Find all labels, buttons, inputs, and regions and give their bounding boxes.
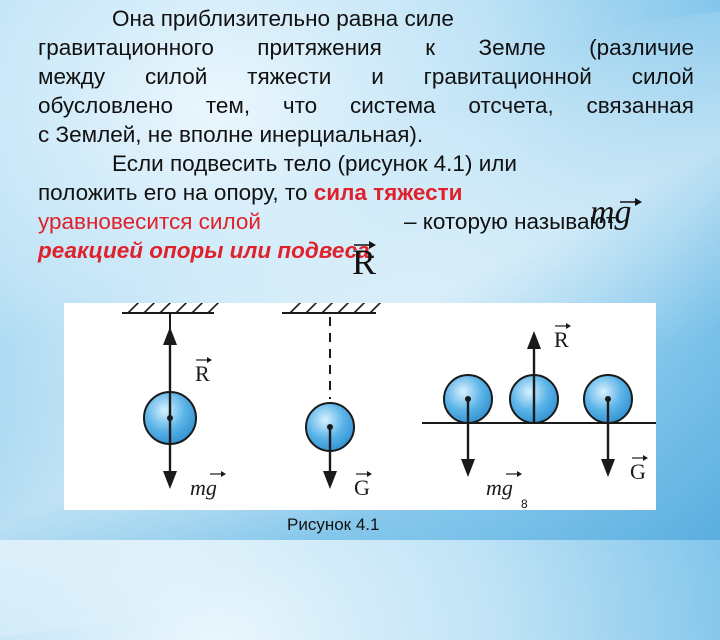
p2-line1: Если подвесить тело (рисунок 4.1) или — [112, 151, 517, 176]
label-g-2: G — [354, 475, 370, 500]
p2-line4-end: . — [369, 238, 376, 263]
mg-vector-symbol: mg — [590, 194, 632, 231]
p1-line5: с Землей, не вполне инерциальная). — [38, 122, 424, 147]
p2-line3-rest: – которую называют — [404, 209, 617, 234]
r-vector-arrow — [354, 241, 376, 249]
arrow-r-up-4 — [527, 331, 541, 349]
gravity-force-term: сила тяжести — [313, 180, 463, 205]
case-on-support — [422, 331, 656, 477]
p1-line4: обусловлено тем, что система отсчета, св… — [38, 93, 694, 118]
r-vector-symbol: R — [352, 242, 377, 282]
p1-line3: между силой тяжести и гравитационной сил… — [38, 64, 694, 89]
arrow-mg-down-3 — [461, 459, 475, 477]
p2-line2: положить его на опору, то сила тяжести — [38, 178, 694, 207]
label-mg-3: mg — [486, 475, 513, 500]
p2-line2-start: положить его на опору, то — [38, 180, 314, 205]
p2-line4: реакцией опоры или подвеса. — [38, 236, 694, 265]
arrow-g-down-5 — [601, 459, 615, 477]
mg-vector-arrow — [620, 198, 642, 206]
label-mg-1: mg — [190, 475, 217, 500]
arrow-g-down-2 — [323, 471, 337, 489]
arrow-mg-down-1 — [163, 471, 177, 489]
balanced-by-force: уравновесится силой — [38, 209, 261, 234]
page-number: 8 — [521, 497, 528, 511]
p1-line1: Она приблизительно равна силе — [112, 6, 454, 31]
label-g-5: G — [630, 459, 646, 484]
support-reaction-term: реакцией опоры или подвеса — [38, 238, 370, 263]
case-suspended-thread — [122, 300, 221, 489]
case-gravitational-force — [282, 300, 383, 489]
force-diagram: R mg G R mg G — [122, 300, 656, 500]
label-r-1: R — [195, 361, 210, 386]
arrow-r-up-1 — [163, 327, 177, 345]
label-r-4: R — [554, 327, 569, 352]
figure-caption: Рисунок 4.1 — [287, 515, 380, 534]
p1-line2: гравитационного притяжения к Земле (разл… — [38, 35, 694, 60]
figure-4-1: R mg G R mg G — [64, 300, 656, 510]
p2-line3: уравновесится силой – которую называют — [38, 207, 694, 236]
body-text: Она приблизительно равна силе гравитацио… — [38, 4, 694, 265]
